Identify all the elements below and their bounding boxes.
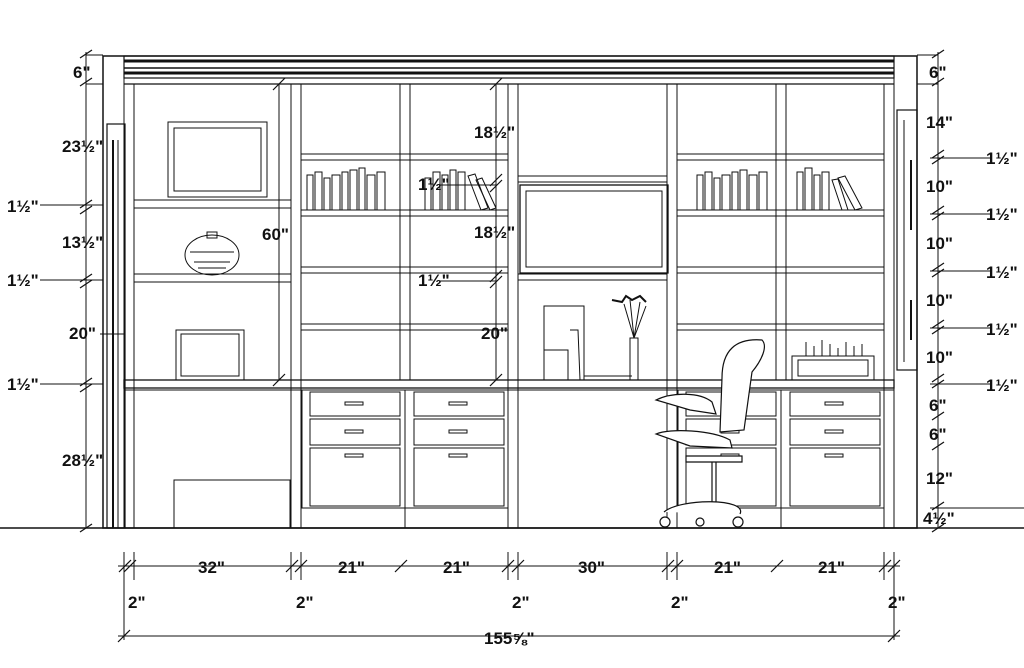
inner-dim-6: 20" <box>481 324 508 343</box>
right-dim-14: 12" <box>926 469 953 488</box>
inner-dim-60: 60" <box>262 225 289 244</box>
left-dim-7: 1½" <box>7 375 39 394</box>
inner-dimensions: 60" 18½" 1½" 18½" 1½" 20" <box>262 77 515 387</box>
bottom-width-5: 21" <box>714 558 741 577</box>
right-dim-9: 1½" <box>986 320 1018 339</box>
right-dim-7: 1½" <box>986 263 1018 282</box>
left-dim-8: 28½" <box>62 451 103 470</box>
bottom-dimensions: 32" 21" 21" 30" 21" 21" 2" 2" 2" 2" 2" 1… <box>117 552 906 648</box>
left-dim-1: 6" <box>73 63 91 82</box>
inner-dim-5: 1½" <box>418 271 450 290</box>
left-dimensions: 6" 23½" 1½" 13½" 1½" 20" 1½" 28½" <box>7 49 125 533</box>
bottom-width-4: 30" <box>578 558 605 577</box>
right-dimensions: 6" 14" 1½" 10" 1½" 10" 1½" 10" 1½" 10" 1… <box>917 49 1024 533</box>
vase-object <box>184 231 240 276</box>
picture-frame <box>167 121 268 198</box>
wall-tv <box>519 184 669 274</box>
left-dim-5: 1½" <box>7 271 39 290</box>
bottom-gap-1: 2" <box>128 593 146 612</box>
bottom-width-2: 21" <box>338 558 365 577</box>
bottom-gap-4: 2" <box>671 593 689 612</box>
inner-dim-3: 1½" <box>418 175 450 194</box>
right-dim-1: 6" <box>929 63 947 82</box>
books-right <box>696 167 863 211</box>
right-dim-10: 10" <box>926 348 953 367</box>
desk-organizer <box>791 340 875 381</box>
bottom-gap-3: 2" <box>512 593 530 612</box>
cabinet-door <box>173 479 291 529</box>
left-dim-3: 1½" <box>7 197 39 216</box>
right-dim-5: 1½" <box>986 205 1018 224</box>
right-dim-15: 4½" <box>923 509 955 528</box>
books-left <box>306 167 497 211</box>
right-dim-11: 1½" <box>986 376 1018 395</box>
bottom-gap-5: 2" <box>888 593 906 612</box>
left-dim-4: 13½" <box>62 233 103 252</box>
right-dim-12: 6" <box>929 396 947 415</box>
bottom-width-3: 21" <box>443 558 470 577</box>
right-dim-3: 1½" <box>986 149 1018 168</box>
right-dim-8: 10" <box>926 291 953 310</box>
bottom-gap-2: 2" <box>296 593 314 612</box>
overall-width: 155⅝" <box>484 629 535 648</box>
monitor-left <box>175 329 245 381</box>
right-dim-4: 10" <box>926 177 953 196</box>
right-dim-6: 10" <box>926 234 953 253</box>
bottom-width-1: 32" <box>198 558 225 577</box>
right-dim-13: 6" <box>929 425 947 444</box>
left-dim-2: 23½" <box>62 137 103 156</box>
right-dim-2: 14" <box>926 113 953 132</box>
inner-dim-2: 18½" <box>474 123 515 142</box>
drawer-units <box>301 389 885 509</box>
bottom-width-6: 21" <box>818 558 845 577</box>
desk-accessories <box>543 294 647 381</box>
inner-dim-4: 18½" <box>474 223 515 242</box>
office-chair <box>654 339 765 528</box>
left-dim-6: 20" <box>69 324 96 343</box>
